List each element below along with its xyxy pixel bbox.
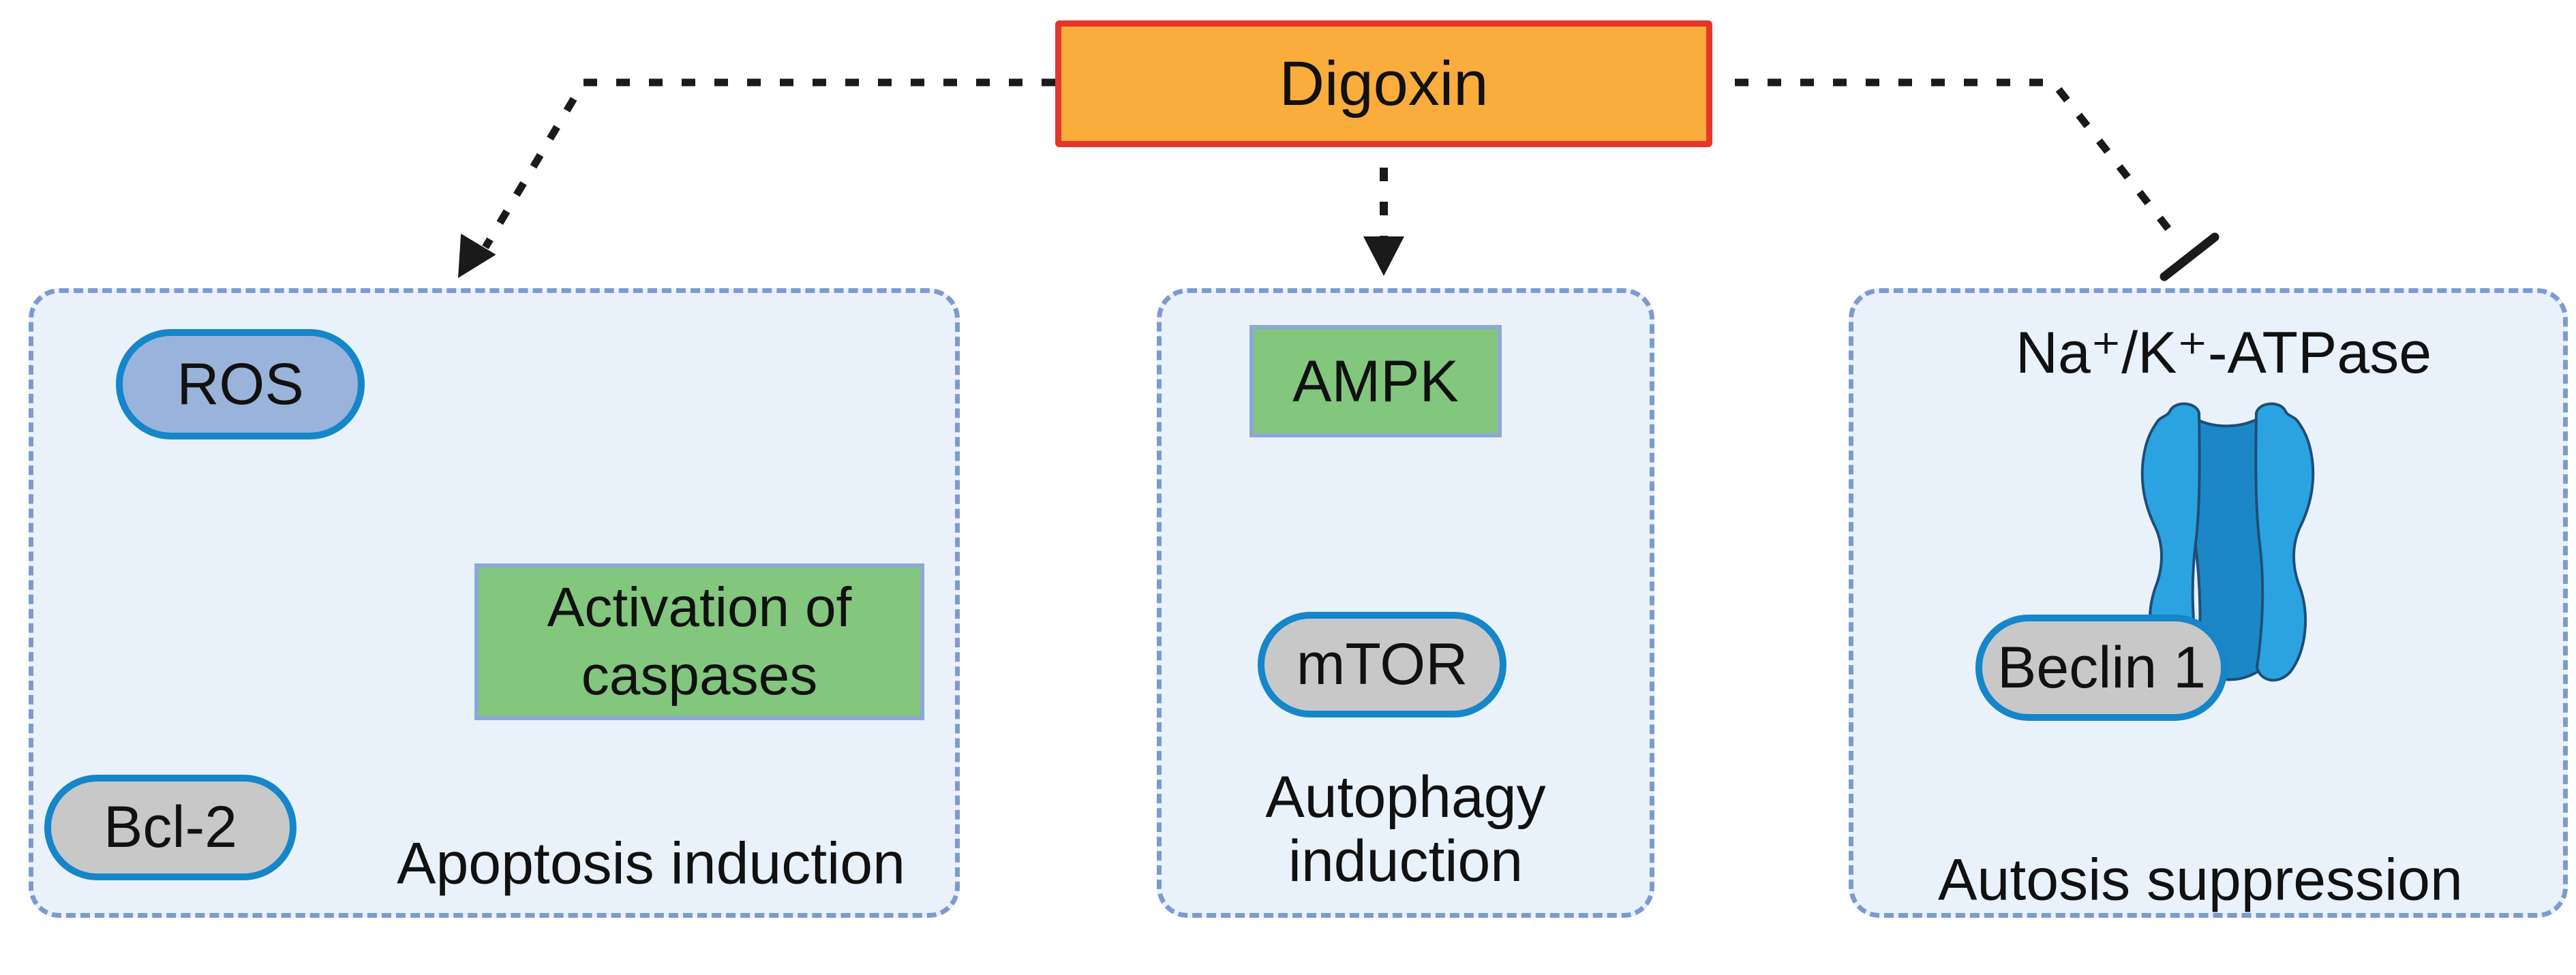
bcl2-node: Bcl-2 xyxy=(44,775,297,880)
atpase-pump-icon xyxy=(2140,402,2315,682)
ros-node: ROS xyxy=(116,329,365,439)
caspases-node: Activation of caspases xyxy=(474,563,924,720)
caspases-label-line1: Activation of xyxy=(547,576,852,638)
arrowhead-icon xyxy=(458,233,496,278)
mtor-label: mTOR xyxy=(1296,632,1468,697)
autophagy-title-line1: Autophagy xyxy=(1265,764,1546,830)
digoxin-to-apoptosis-line xyxy=(482,78,1055,249)
arrowhead-icon xyxy=(1363,236,1404,276)
autosis-panel-title: Autosis suppression xyxy=(1938,847,2463,913)
ros-label: ROS xyxy=(177,351,304,417)
bcl2-label: Bcl-2 xyxy=(104,794,237,860)
autophagy-title-line2: induction xyxy=(1288,829,1524,894)
mtor-node: mTOR xyxy=(1258,612,1506,717)
autophagy-panel-title: Autophagy induction xyxy=(1265,765,1545,893)
apoptosis-panel-title: Apoptosis induction xyxy=(397,831,905,897)
beclin-node: Beclin 1 xyxy=(1975,615,2228,721)
ampk-node: AMPK xyxy=(1249,325,1502,437)
digoxin-label: Digoxin xyxy=(1279,48,1489,119)
ampk-label: AMPK xyxy=(1292,348,1459,414)
atpase-label: Na⁺/K⁺-ATPase xyxy=(2015,320,2432,386)
inhibition-bar-icon xyxy=(2160,232,2219,281)
digoxin-to-autosis-line xyxy=(1735,78,2182,245)
beclin-label: Beclin 1 xyxy=(1997,634,2206,700)
caspases-label-line2: caspases xyxy=(581,645,818,707)
digoxin-node: Digoxin xyxy=(1055,20,1712,147)
